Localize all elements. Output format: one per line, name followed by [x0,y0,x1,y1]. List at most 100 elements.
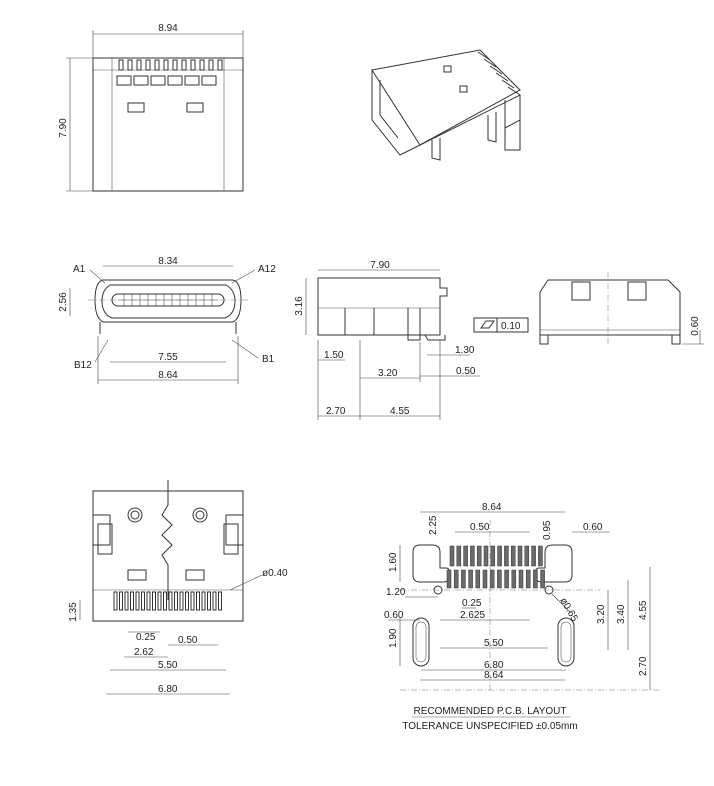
dim-pcb-0-60-l: 0.60 [384,610,404,621]
iso-pin [507,86,521,96]
dim-side-f: 4.55 [390,406,410,417]
top-view-windows [116,75,217,113]
pcb-pad-top [490,545,496,567]
iso-pin [483,58,497,68]
bottom-view: ø0.40 1.35 0.25 0.50 2.62 5.50 6.80 [68,480,288,695]
top-view-pins [118,59,223,71]
top-pin [199,59,205,71]
dim-front-height: 2.56 [58,292,69,312]
iso-pin [477,51,491,61]
isometric-pins [477,51,521,96]
top-pin [163,59,169,71]
dim-side-c: 3.20 [378,368,398,379]
iso-pin [489,65,503,75]
pcb-pad-top [483,545,489,567]
bottom-pin [113,591,118,611]
top-pin [154,59,160,71]
bottom-pin [135,591,140,611]
pcb-pad-bottom [453,569,459,589]
dim-bottom-hole: ø0.40 [262,568,288,579]
dim-front-width-bottom: 8.64 [158,370,178,381]
bottom-pin [218,591,222,611]
pcb-pad-top [510,545,516,567]
bottom-pin [179,591,184,611]
top-view: 8.94 7.90 [58,23,244,192]
bottom-pin [124,591,129,611]
dim-pcb-5-50: 5.50 [484,638,504,649]
dim-pcb-2-625: 2.625 [460,610,485,621]
pcb-tolerance-note: TOLERANCE UNSPECIFIED ±0.05mm [402,721,577,732]
label-b12: B12 [74,360,92,371]
pcb-pad-top [531,545,536,567]
dim-pcb-1-20: 1.20 [386,587,406,598]
pcb-pad-bottom [482,569,488,589]
label-a12: A12 [258,264,276,275]
dim-pcb-0-50: 0.50 [470,522,490,533]
pcb-pad-bottom [497,569,502,589]
bottom-pin [130,591,134,611]
dim-top-height: 7.90 [58,118,69,138]
pcb-layout: 8.64 2.25 0.50 0.95 0.60 1.60 1.20 0.25 … [384,502,660,732]
bottom-pin [119,591,123,611]
dim-bottom-p3: 2.62 [134,647,154,658]
dim-bottom-p4: 5.50 [158,660,178,671]
dim-pcb-0-60-r: 0.60 [583,522,603,533]
rear-view: 0.60 [539,272,704,345]
dim-pcb-3-20: 3.20 [596,604,607,624]
bottom-pin [174,591,178,611]
pcb-pad-top [524,545,530,567]
top-pin [118,59,124,71]
dim-pcb-2-25: 2.25 [428,515,439,535]
pcb-pad-top [456,545,462,567]
bottom-pin [157,591,162,611]
dim-pcb-8-64-top: 8.64 [482,502,502,513]
pcb-pad-bottom [461,569,466,589]
dim-side-height: 3.16 [294,296,305,316]
side-view: 7.90 3.16 1.50 1.30 3.20 0.50 2.70 4.55 [294,260,480,420]
bottom-pin [141,591,145,611]
pcb-layout-title: RECOMMENDED P.C.B. LAYOUT [414,706,567,717]
dim-bottom-p2: 0.50 [178,635,198,646]
top-pin [208,59,214,71]
pcb-pad-top [476,545,482,567]
dim-pcb-3-40: 3.40 [616,604,627,624]
pcb-pad-bottom [525,569,531,589]
pcb-pad-bottom [504,569,509,589]
dim-pcb-0-95: 0.95 [542,520,553,540]
bottom-pin [146,591,151,611]
dim-pcb-6-80: 6.80 [484,660,504,671]
pcb-pad-top [517,545,523,567]
iso-pin [495,72,509,82]
top-pin [136,59,142,71]
isometric-view [371,49,521,161]
bottom-view-pins [113,591,222,611]
pcb-pad-top [497,545,502,567]
dim-top-width: 8.94 [158,23,178,34]
pcb-pads [446,545,545,589]
top-pin [127,59,133,71]
pcb-pad-bottom [446,569,452,589]
pcb-pad-top [538,545,543,567]
dim-pcb-1-90: 1.90 [388,628,399,648]
dim-side-b: 1.30 [455,345,475,356]
dim-front-width-top: 8.34 [158,256,178,267]
dim-pcb-8-64-bot: 8.64 [484,670,504,681]
top-pin [190,59,196,71]
flatness-callout: 0.10 [473,317,529,333]
flatness-value: 0.10 [501,321,521,332]
bottom-pin [168,591,173,611]
dim-side-e: 2.70 [326,406,346,417]
dim-front-inner: 7.55 [158,352,178,363]
pcb-pad-top [470,545,475,567]
bottom-pin [163,591,167,611]
dim-pcb-4-55: 4.55 [638,600,649,620]
pcb-pad-top [504,545,509,567]
pcb-pad-bottom [475,569,481,589]
bottom-pin [152,591,156,611]
pcb-pad-top [449,545,455,567]
dim-side-length: 7.90 [370,260,390,271]
dim-bottom-height: 1.35 [68,602,79,622]
pcb-pad-bottom [511,569,517,589]
iso-pin [501,79,515,89]
